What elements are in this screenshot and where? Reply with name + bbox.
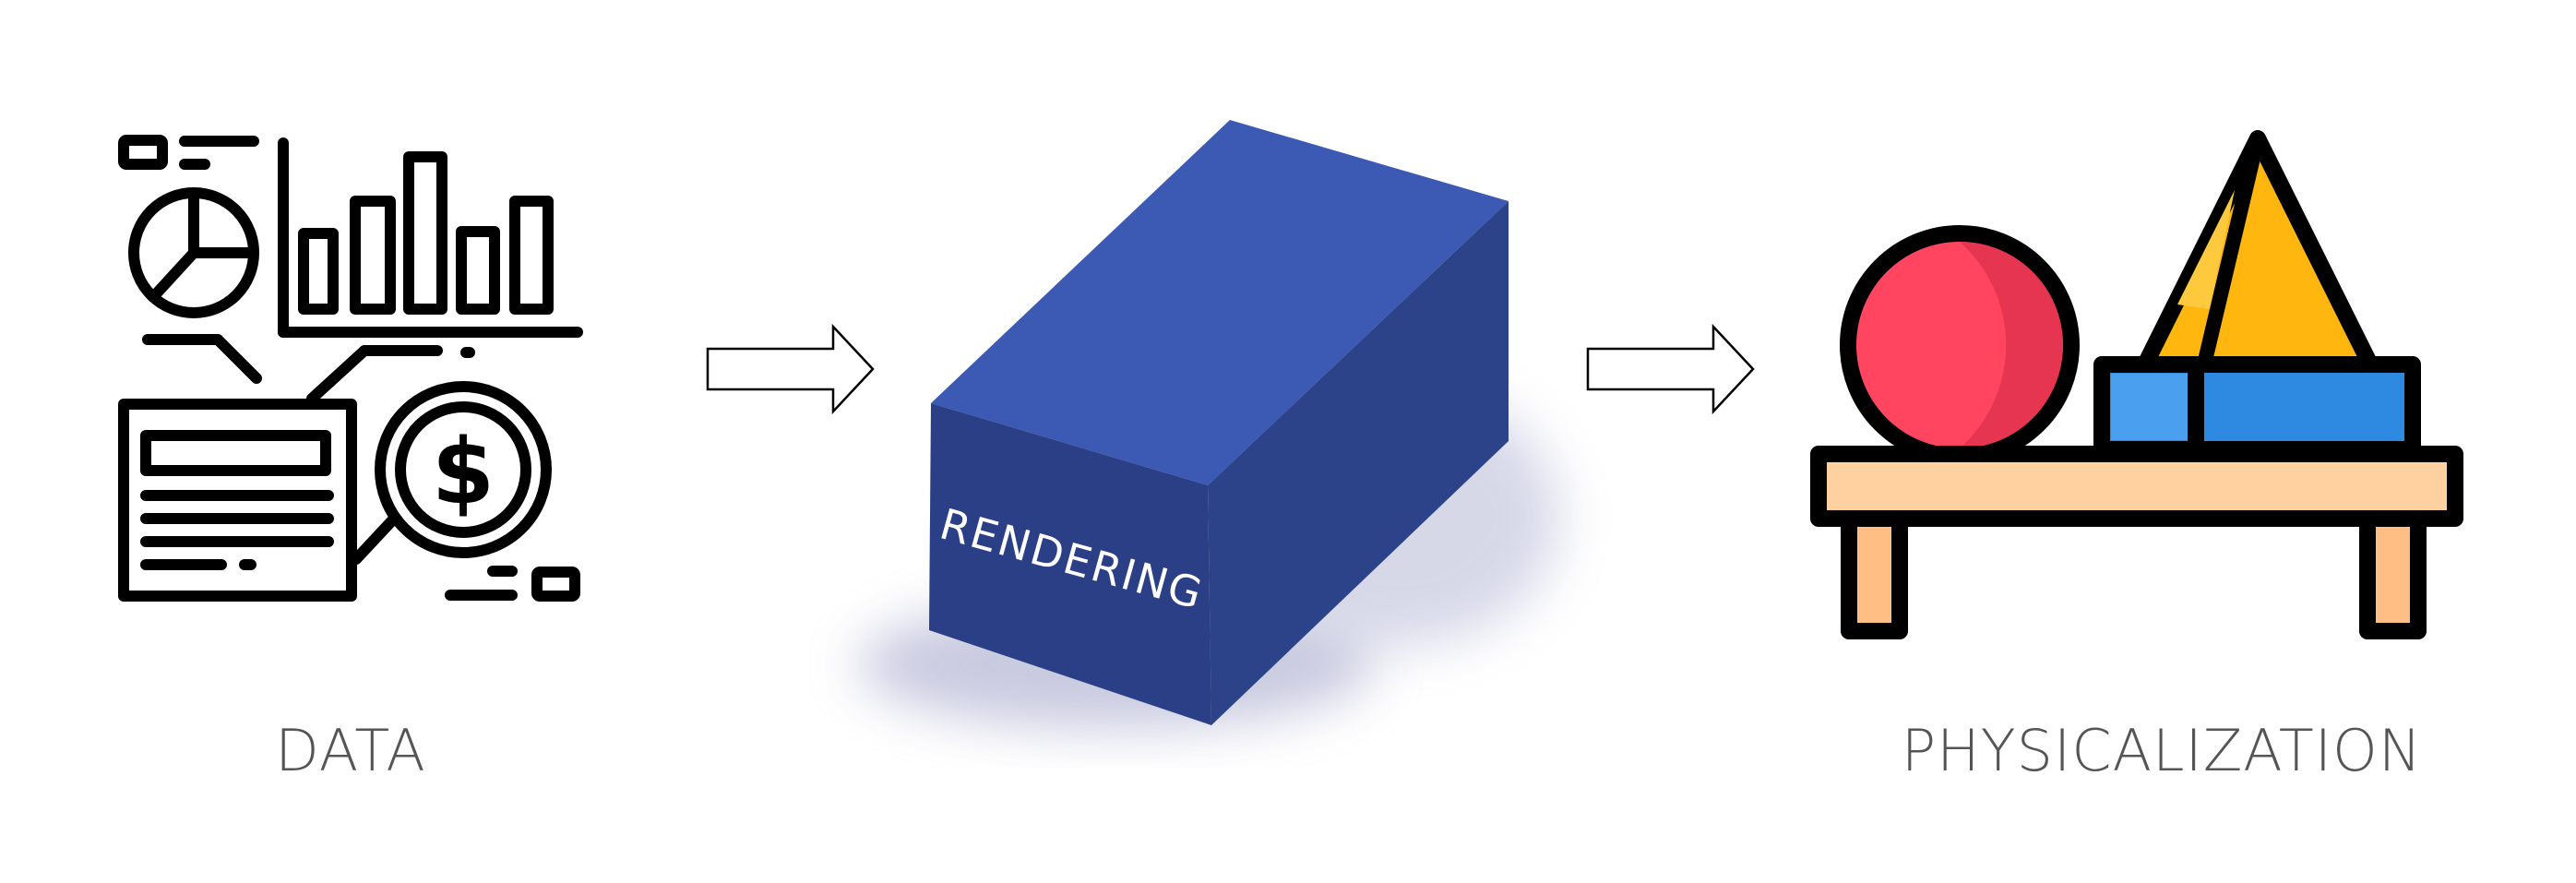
table-top	[1810, 446, 2463, 527]
arrow-right-icon	[1586, 323, 1755, 415]
shapes-on-table-icon	[1810, 130, 2463, 639]
box-top-face	[931, 120, 1509, 485]
physicalization-label: PHYSICALIZATION	[1902, 717, 2422, 784]
data-label: DATA	[275, 717, 426, 784]
data-analytics-icon	[118, 135, 583, 602]
table-leg	[2359, 510, 2427, 639]
table-leg	[1841, 510, 1908, 639]
cone	[2137, 130, 2379, 373]
dollar-icon: $	[432, 420, 495, 525]
box-side-face	[1208, 201, 1509, 725]
box-3d-icon: RENDERING	[858, 120, 1559, 729]
box-front-face	[929, 403, 1211, 725]
arrow-right-icon	[706, 323, 875, 415]
